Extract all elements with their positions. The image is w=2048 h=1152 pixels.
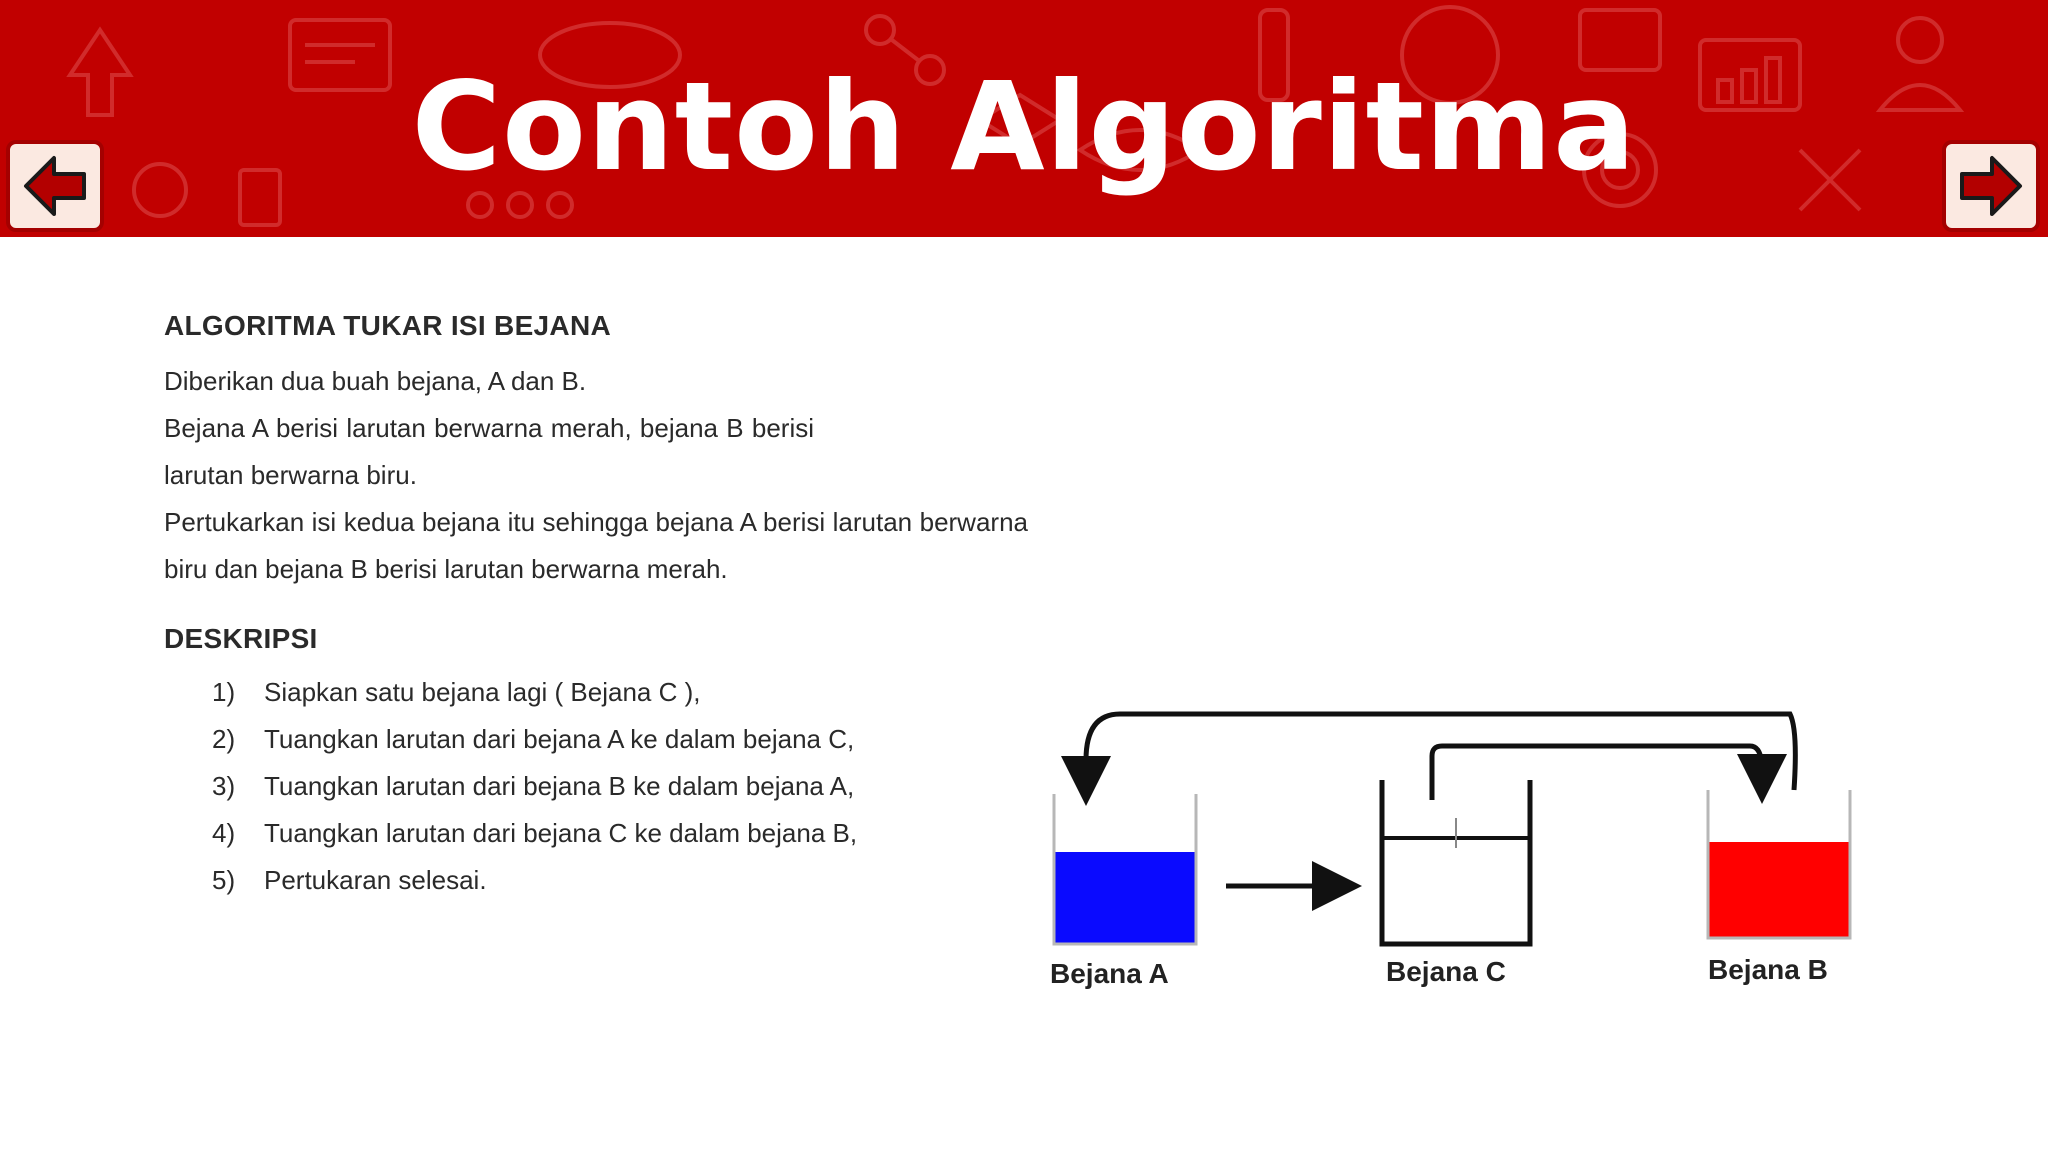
next-slide-button[interactable] [1942, 140, 2040, 232]
previous-slide-button[interactable] [6, 140, 104, 232]
vessel-b [1706, 790, 1852, 940]
steps-list: 1) Siapkan satu bejana lagi ( Bejana C )… [164, 669, 1028, 904]
step-text: Pertukaran selesai. [264, 865, 487, 895]
step-number: 2) [212, 724, 236, 754]
problem-statement: Diberikan dua buah bejana, A dan B. Beja… [164, 358, 1028, 593]
vessel-c-outline [1379, 780, 1533, 947]
vessel-a-outline [1052, 794, 1198, 946]
vessel-b-label: Bejana B [1708, 954, 1828, 985]
step-text: Tuangkan larutan dari bejana C ke dalam … [264, 818, 858, 848]
paragraph: Pertukarkan isi kedua bejana itu sehingg… [164, 507, 1028, 584]
vessel-c-label: Bejana C [1386, 956, 1506, 987]
arrow-left-icon [24, 156, 86, 216]
step-number: 3) [212, 771, 236, 801]
step-number: 5) [212, 865, 236, 895]
algorithm-text: ALGORITMA TUKAR ISI BEJANA Diberikan dua… [164, 300, 1028, 904]
step-number: 1) [212, 677, 236, 707]
vessel-a-label: Bejana A [1050, 958, 1169, 989]
algorithm-heading: ALGORITMA TUKAR ISI BEJANA [164, 310, 611, 341]
step-number: 4) [212, 818, 236, 848]
list-item: 1) Siapkan satu bejana lagi ( Bejana C )… [164, 669, 1028, 716]
vessel-b-outline [1706, 790, 1852, 940]
step-text: Tuangkan larutan dari bejana A ke dalam … [264, 724, 855, 754]
vessel-b-liquid [1708, 842, 1850, 938]
vessel-c [1379, 780, 1533, 947]
description-heading: DESKRIPSI [164, 623, 318, 654]
list-item: 4) Tuangkan larutan dari bejana C ke dal… [164, 810, 1028, 857]
vessel-a-liquid [1054, 852, 1196, 944]
step-text: Siapkan satu bejana lagi ( Bejana C ), [264, 677, 701, 707]
step-text: Tuangkan larutan dari bejana B ke dalam … [264, 771, 855, 801]
vessel-a [1052, 794, 1198, 946]
list-item: 5) Pertukaran selesai. [164, 857, 1028, 904]
slide-header: Contoh Algoritma [0, 0, 2048, 237]
doodle-background [66, 5, 1965, 227]
diagram-drawing [1052, 711, 1852, 947]
paragraph: Diberikan dua buah bejana, A dan B. [164, 366, 587, 396]
vessel-swap-diagram: Bejana A Bejana C Bejana B [1030, 690, 1910, 1030]
list-item: 2) Tuangkan larutan dari bejana A ke dal… [164, 716, 1028, 763]
slide-title: Contoh Algoritma [411, 56, 1637, 198]
arrow-b-to-a [1061, 711, 1798, 806]
arrow-c-to-b [1429, 743, 1787, 804]
paragraph: Bejana A berisi larutan berwarna merah, … [164, 413, 814, 490]
list-item: 3) Tuangkan larutan dari bejana B ke dal… [164, 763, 1028, 810]
arrow-right-icon [1960, 156, 2022, 216]
